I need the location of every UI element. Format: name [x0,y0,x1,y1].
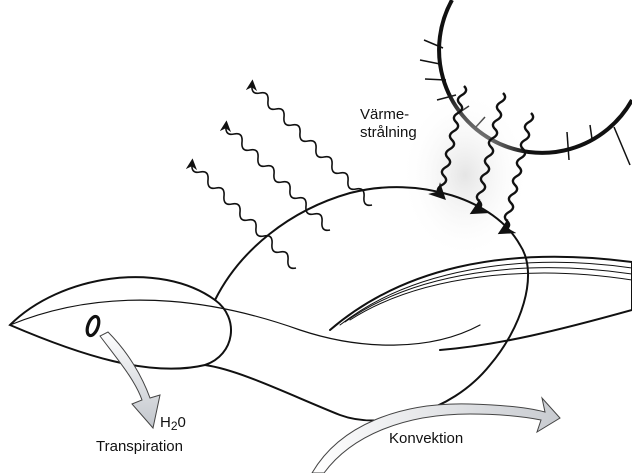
heat-radiation-label-line1: Värme- [360,106,417,124]
large-leaf-midrib [10,300,480,345]
water-label: H20 [160,414,186,435]
water-label-tail: 0 [178,414,186,431]
solar-glow [400,90,530,260]
right-leaf-stripe-3 [350,273,632,320]
heat-radiation-label-line2: strålning [360,124,417,142]
transpiration-label: Transpiration [96,438,183,456]
stoma [85,315,101,337]
transpiration-arrow [100,332,160,428]
heat-radiation-label: Värme- strålning [360,106,417,142]
heat-ray-3 [252,85,372,205]
heat-ray-1 [192,164,296,268]
outgoing-heat-radiation [192,85,372,268]
water-label-subscript: 2 [171,419,178,433]
leaves [10,187,632,420]
convection-label: Konvektion [389,430,463,448]
water-label-h: H [160,414,171,431]
